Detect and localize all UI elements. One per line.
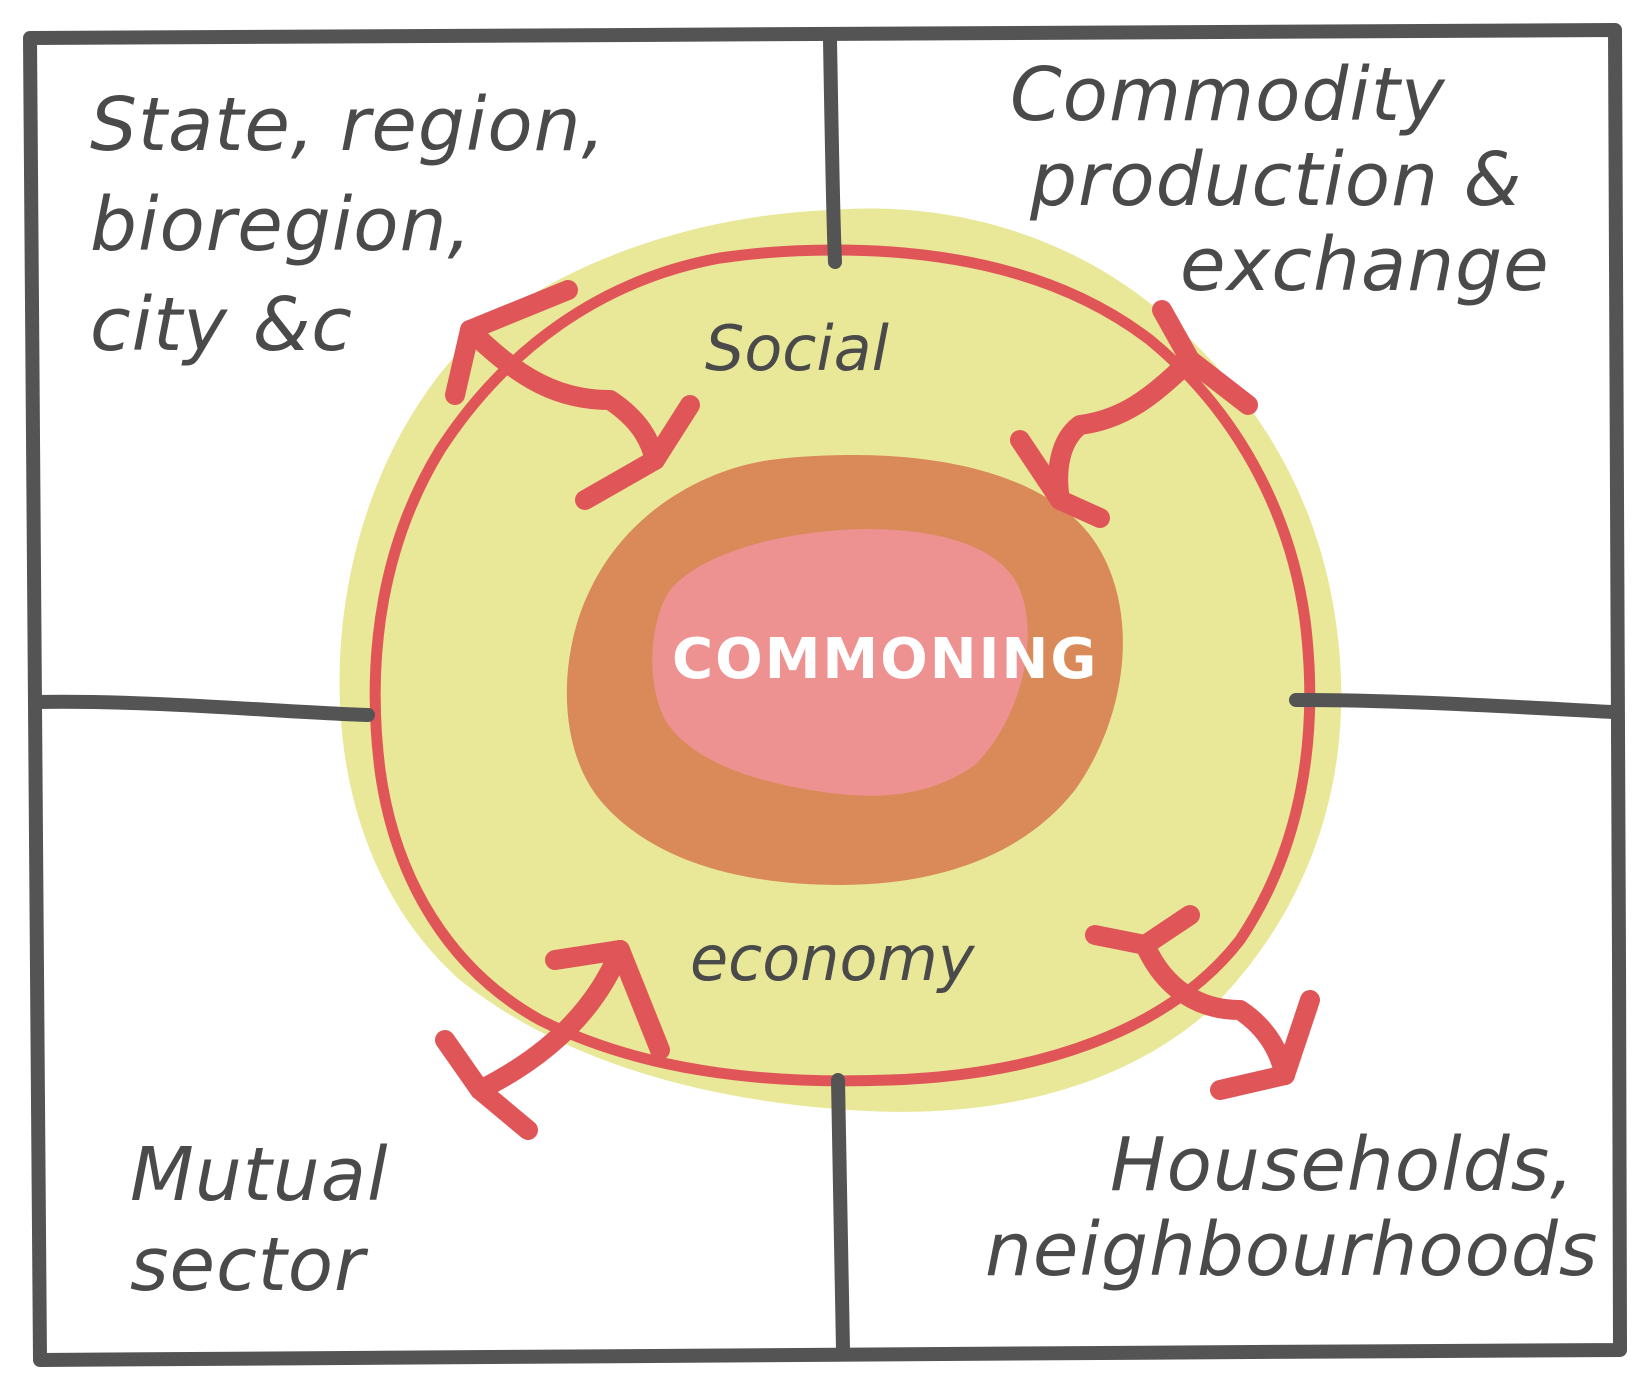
grid-horizontal-left [29,694,375,722]
commoning-inner-core [652,529,1028,796]
quadrant-label-top-left: State, region, bioregion, city &c [90,82,631,368]
quadrant-bottom-right-line-1: Households, [1110,1122,1575,1208]
arrow-bottom-left [435,940,670,1140]
quadrant-top-left-line-3: city &c [90,282,353,368]
quadrant-label-bottom-right: Households, neighbourhoods [985,1122,1599,1293]
ring-label-social: Social [705,312,889,385]
quadrant-label-bottom-left: Mutual sector [130,1132,413,1308]
quadrant-label-top-right: Commodity production & exchange [1010,52,1550,308]
quadrant-top-left-line-1: State, region, [90,82,606,168]
grid-vertical-bottom [831,1073,850,1357]
quadrant-bottom-left-line-2: sector [130,1222,369,1308]
ring-label-economy: economy [690,922,976,995]
quadrant-top-right-line-2: production & [1029,137,1522,223]
grid-outer-frame [23,23,1627,1367]
quadrant-top-left-line-2: bioregion, [90,182,472,268]
social-economy-ring [369,244,1316,1087]
arrow-bottom-right [1085,905,1320,1100]
quadrant-bottom-right-line-2: neighbourhoods [985,1207,1598,1293]
quadrant-top-right-line-1: Commodity [1010,52,1446,138]
arrow-top-left [445,280,700,510]
quadrant-grid [23,23,1627,1367]
grid-vertical-top [823,33,842,269]
arrow-top-right [1010,300,1258,528]
grid-horizontal-right [1289,693,1619,719]
center-label-commoning: COMMONING [672,627,1098,692]
quadrant-top-right-line-3: exchange [1180,222,1550,308]
quadrant-bottom-left-line-1: Mutual [130,1132,389,1218]
